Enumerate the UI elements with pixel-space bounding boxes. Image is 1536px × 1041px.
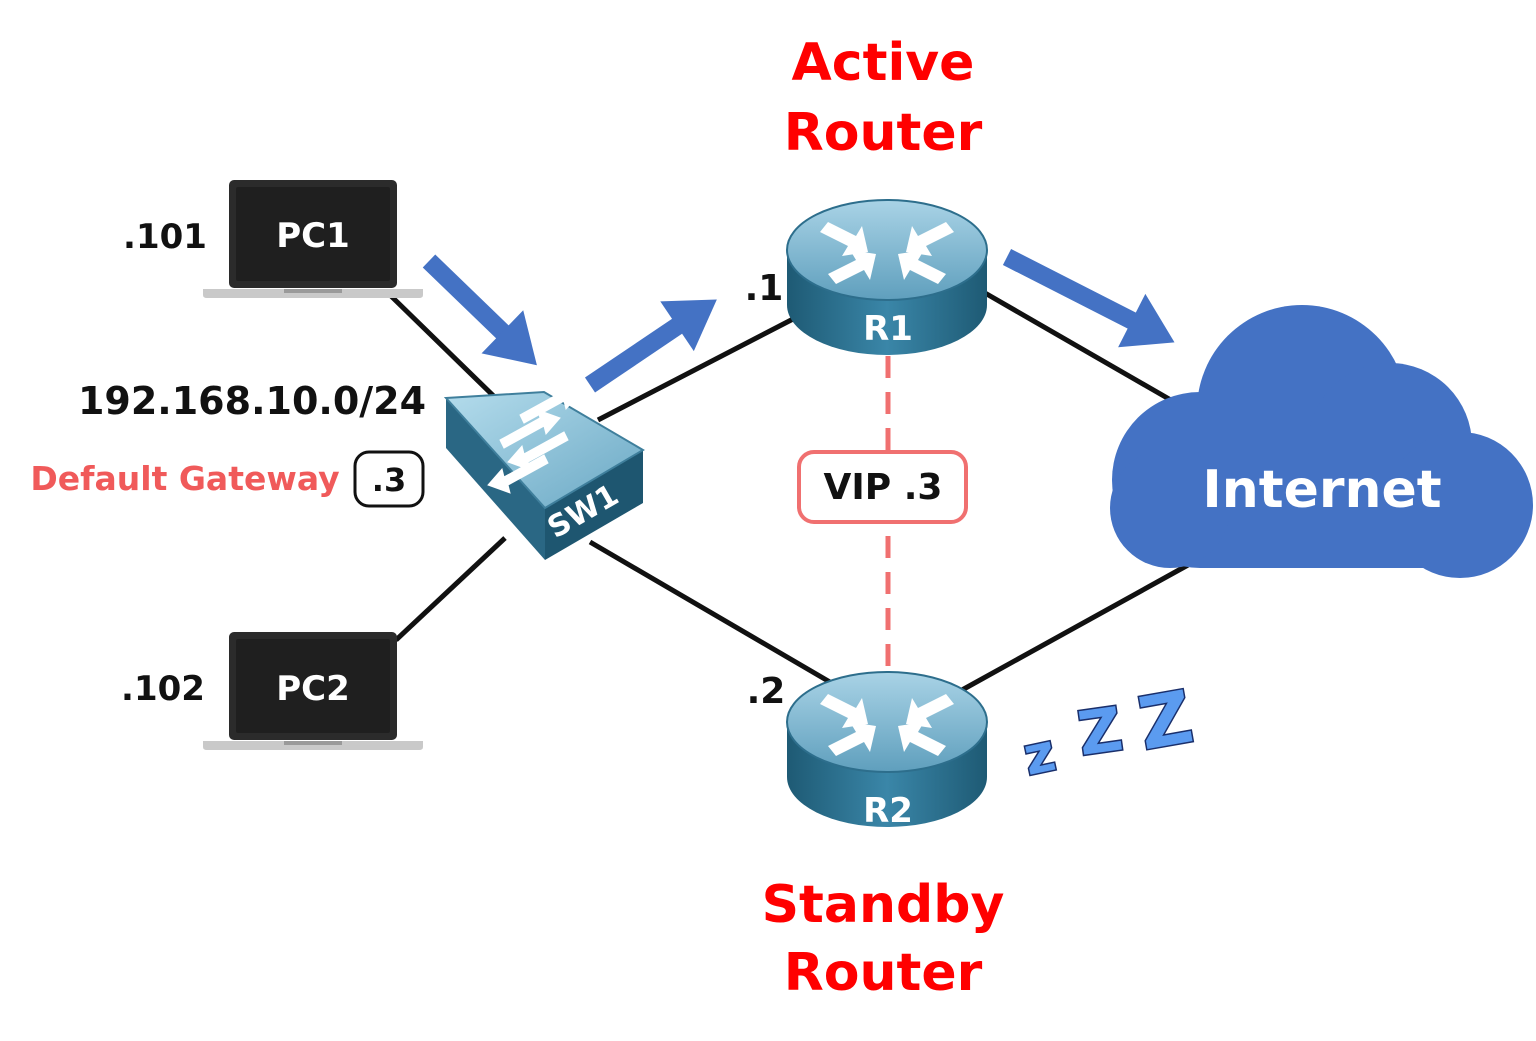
standby-router-role: Standby Router [762,875,1005,1003]
default-gateway-badge: .3 [353,450,425,508]
internet-label: Internet [1202,460,1441,520]
pc2-label: PC2 [276,669,350,709]
standby-role-line2: Router [784,943,983,1003]
links [388,290,1204,693]
link-pc1-sw1 [388,293,512,414]
pc1-label: PC1 [276,216,350,256]
subnet-label: 192.168.10.0/24 [78,379,426,423]
r1-label: R1 [863,309,913,349]
link-r2-internet [960,562,1190,693]
arrow-pc1-to-sw1 [422,254,537,366]
switch-icon [443,384,645,560]
internet-cloud[interactable]: Internet [1110,305,1533,578]
router-icon [786,671,988,827]
active-role-line1: Active [792,33,975,93]
sleep-z-medium: Z [1074,695,1127,770]
vip-badge: VIP .3 [797,450,968,524]
pc1-host-address: .101 [123,217,207,257]
link-pc2-sw1 [394,536,507,642]
default-gateway-label: Default Gateway [30,459,339,498]
link-sw1-r1 [596,315,797,423]
r1-interface-address: .1 [745,268,784,309]
r2-interface-address: .2 [747,671,786,712]
active-role-line2: Router [784,103,983,163]
pc1-laptop[interactable]: PC1 [203,180,423,298]
default-gateway-value: .3 [372,461,406,499]
sleep-zzz: z Z Z [1017,673,1200,789]
laptop-icon [203,180,423,298]
traffic-arrows [422,248,1175,393]
sw1-switch[interactable]: SW1 [443,384,645,560]
active-router-role: Active Router [784,33,983,163]
link-r1-internet [983,290,1204,421]
r2-router[interactable]: R2 [786,671,988,831]
arrow-r1-to-internet [1002,248,1175,348]
vip-label: VIP .3 [824,467,943,508]
r2-label: R2 [863,791,913,831]
router-icon [786,199,988,355]
laptop-icon [203,632,423,750]
standby-role-line1: Standby [762,875,1005,935]
pc2-host-address: .102 [121,669,205,709]
cloud-icon [1110,305,1533,578]
sleep-z-large: Z [1133,674,1199,766]
pc2-laptop[interactable]: PC2 [203,632,423,750]
r1-router[interactable]: R1 [786,199,988,355]
link-sw1-r2 [588,539,837,688]
arrow-sw1-to-r1 [584,299,717,393]
sleep-z-small: z [1018,723,1060,788]
